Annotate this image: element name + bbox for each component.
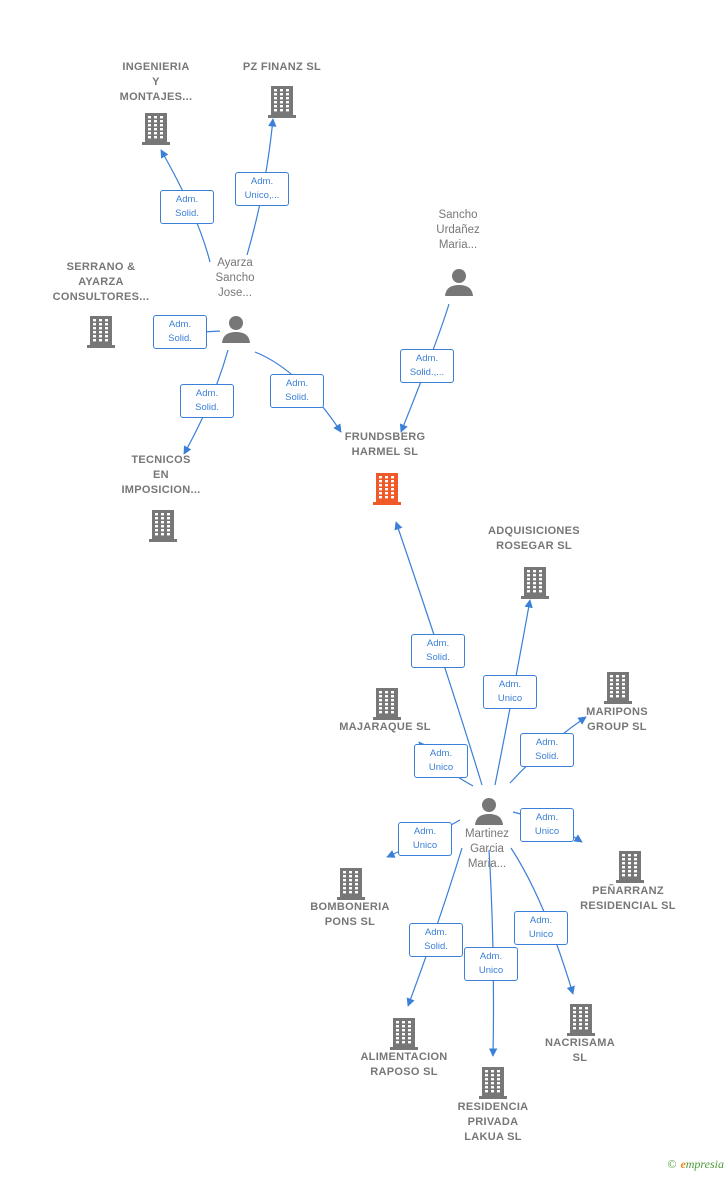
person-icon[interactable] <box>221 314 251 349</box>
edge-label-ayarza-frundsberg[interactable]: Adm. Solid. <box>270 374 324 408</box>
person-icon[interactable] <box>474 796 504 831</box>
node-label-sancho[interactable]: Sancho Urdañez Maria... <box>436 209 480 251</box>
node-label-frundsberg[interactable]: FRUNDSBERG HARMEL SL <box>344 431 426 458</box>
edge-label-martinez-penarranz[interactable]: Adm. Unico <box>520 808 574 842</box>
edge-label-martinez-adquisiciones[interactable]: Adm. Unico <box>483 675 537 709</box>
edge-label-martinez-bomboneria[interactable]: Adm. Unico <box>398 822 452 856</box>
node-label-majaraque[interactable]: MAJARAQUE SL <box>339 721 431 733</box>
building-icon[interactable] <box>615 849 645 888</box>
building-icon[interactable] <box>148 508 178 547</box>
node-label-penarranz[interactable]: PEÑARRANZ RESIDENCIAL SL <box>580 885 676 912</box>
node-label-residencia[interactable]: RESIDENCIA PRIVADA LAKUA SL <box>457 1101 529 1143</box>
node-label-martinez[interactable]: Martinez Garcia Maria... <box>464 828 510 870</box>
edge-label-sancho-frundsberg[interactable]: Adm. Solid.,... <box>400 349 454 383</box>
node-label-ayarza[interactable]: Ayarza Sancho Jose... <box>215 257 255 299</box>
building-icon[interactable] <box>566 1002 596 1041</box>
node-label-alimentacion[interactable]: ALIMENTACION RAPOSO SL <box>360 1051 448 1078</box>
building-icon[interactable] <box>372 471 402 510</box>
edge-label-ayarza-pzfinanz[interactable]: Adm. Unico,... <box>235 172 289 206</box>
building-icon[interactable] <box>520 565 550 604</box>
edge-label-martinez-alimentacion[interactable]: Adm. Solid. <box>409 923 463 957</box>
building-icon[interactable] <box>478 1065 508 1104</box>
building-icon[interactable] <box>86 314 116 353</box>
edge-label-martinez-maripons[interactable]: Adm. Solid. <box>520 733 574 767</box>
node-label-adquisiciones[interactable]: ADQUISICIONES ROSEGAR SL <box>488 525 580 552</box>
edge-label-martinez-majaraque[interactable]: Adm. Unico <box>414 744 468 778</box>
building-icon[interactable] <box>389 1016 419 1055</box>
node-label-pzfinanz[interactable]: PZ FINANZ SL <box>242 61 322 73</box>
building-icon[interactable] <box>372 686 402 725</box>
building-icon[interactable] <box>603 670 633 709</box>
building-icon[interactable] <box>336 866 366 905</box>
footer-brand: ©empresia <box>667 1157 724 1172</box>
building-icon[interactable] <box>141 111 171 150</box>
edge-label-ayarza-serrano[interactable]: Adm. Solid. <box>153 315 207 349</box>
building-icon[interactable] <box>267 84 297 123</box>
brand-initial: e <box>680 1157 686 1171</box>
node-label-bomboneria[interactable]: BOMBONERIA PONS SL <box>310 901 390 928</box>
node-label-serrano[interactable]: SERRANO & AYARZA CONSULTORES... <box>52 261 150 303</box>
node-label-ingenieria[interactable]: INGENIERIA Y MONTAJES... <box>119 61 193 103</box>
person-icon[interactable] <box>444 267 474 302</box>
brand-name: mpresia <box>685 1157 724 1171</box>
edge-label-ayarza-ingenieria[interactable]: Adm. Solid. <box>160 190 214 224</box>
edge-martinez-nacrisama <box>510 847 575 995</box>
edge-label-ayarza-tecnicos[interactable]: Adm. Solid. <box>180 384 234 418</box>
copyright-symbol: © <box>667 1157 677 1171</box>
node-label-maripons[interactable]: MARIPONS GROUP SL <box>586 706 648 733</box>
edge-label-martinez-residencia[interactable]: Adm. Unico <box>464 947 518 981</box>
node-label-tecnicos[interactable]: TECNICOS EN IMPOSICION... <box>121 454 201 496</box>
edge-label-martinez-nacrisama[interactable]: Adm. Unico <box>514 911 568 945</box>
node-label-nacrisama[interactable]: NACRISAMA SL <box>545 1037 615 1064</box>
edge-label-martinez-frundsberg[interactable]: Adm. Solid. <box>411 634 465 668</box>
